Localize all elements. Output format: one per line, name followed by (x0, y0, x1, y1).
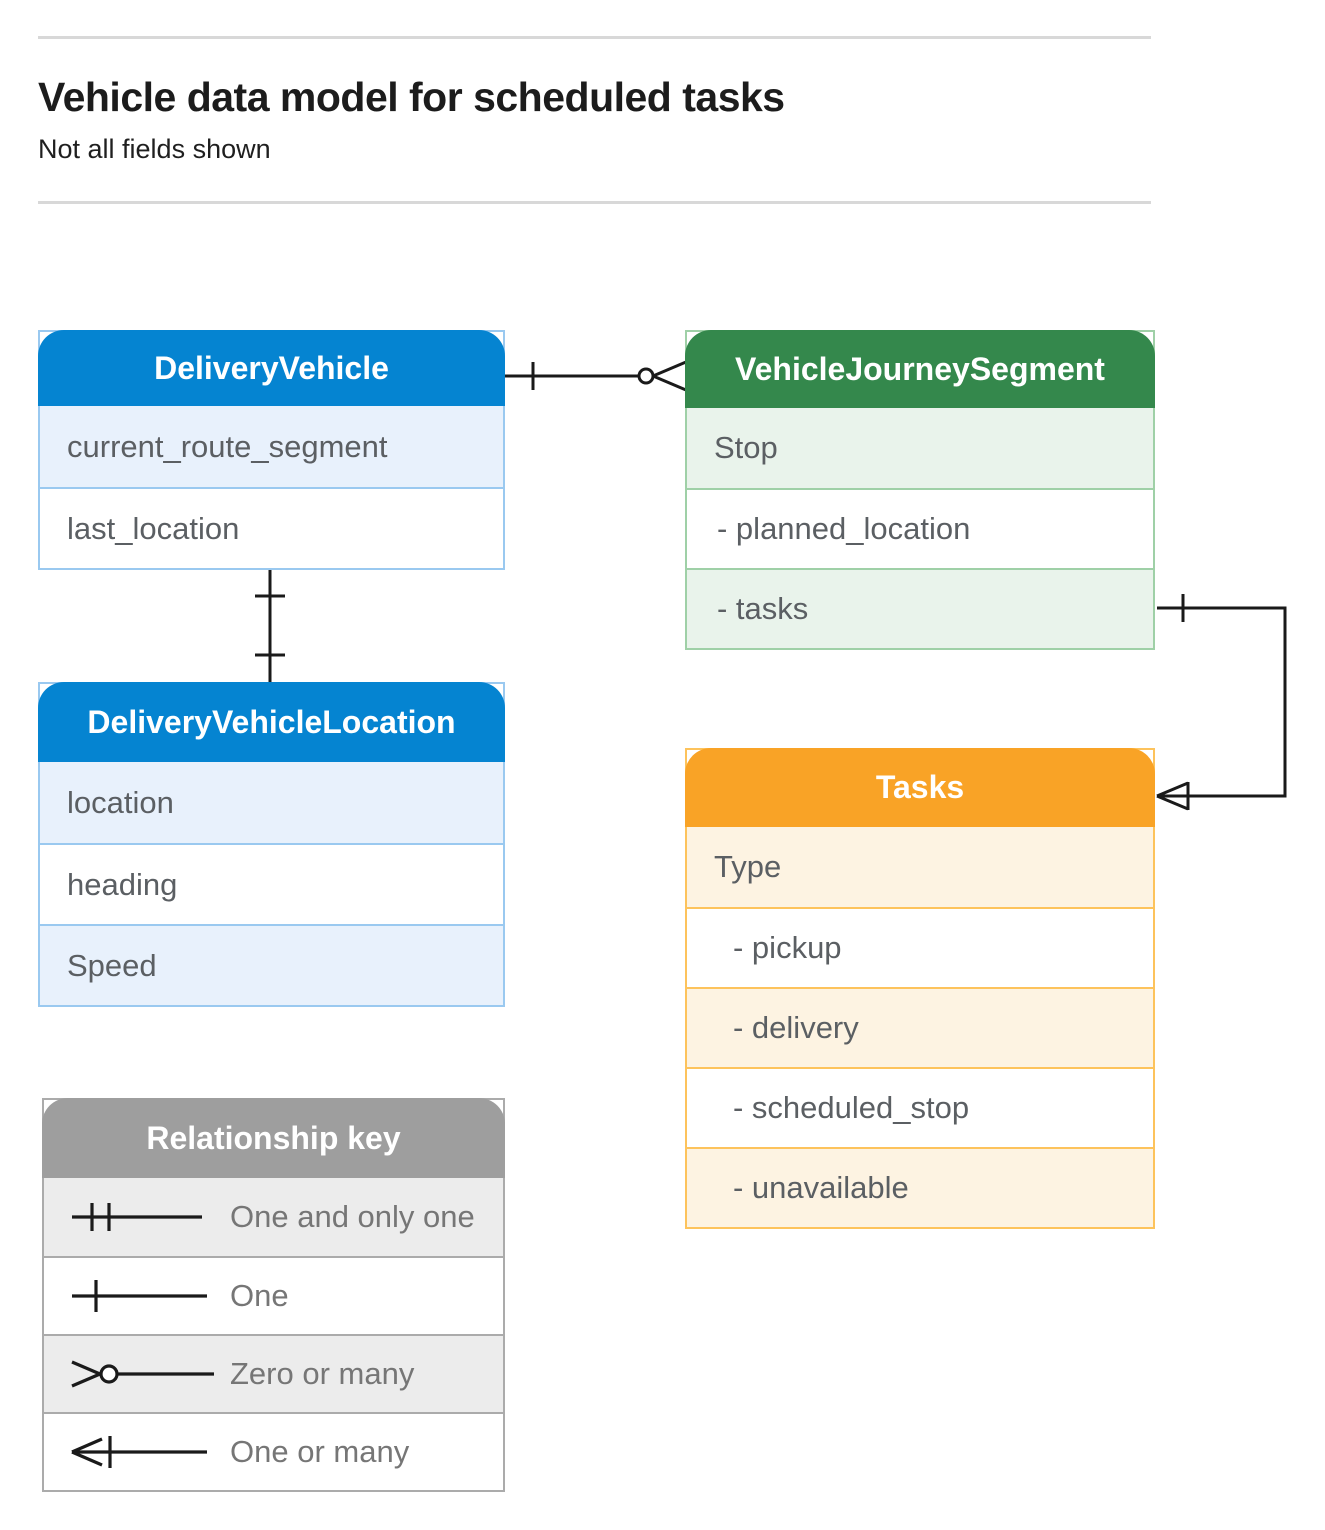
entity-tasks: Tasks Type - pickup - delivery - schedul… (685, 748, 1155, 1229)
field-type: Type (687, 827, 1153, 907)
field-scheduled-stop: - scheduled_stop (687, 1067, 1153, 1147)
field-last-location: last_location (40, 487, 503, 568)
legend-row-one-or-many: One or many (44, 1412, 503, 1490)
field-label: - unavailable (733, 1170, 909, 1205)
entity-delivery-vehicle-header: DeliveryVehicle (38, 330, 505, 406)
one-symbol (62, 1274, 230, 1318)
entity-vehicle-journey-segment: VehicleJourneySegment Stop - planned_loc… (685, 330, 1155, 650)
field-unavailable: - unavailable (687, 1147, 1153, 1227)
field-label: - tasks (717, 591, 809, 626)
top-rule (38, 36, 1151, 39)
legend-label: One and only one (230, 1199, 475, 1234)
field-label: location (67, 784, 174, 820)
entity-vehicle-journey-segment-header: VehicleJourneySegment (685, 330, 1155, 408)
entity-title: DeliveryVehicleLocation (87, 703, 456, 740)
field-label: Speed (67, 947, 157, 983)
relationship-key-title: Relationship key (146, 1119, 401, 1156)
relationship-key-header: Relationship key (42, 1098, 505, 1178)
field-label: last_location (67, 510, 240, 546)
relationship-key: Relationship key One and only one One (42, 1098, 505, 1492)
legend-row-zero-or-many: Zero or many (44, 1334, 503, 1412)
field-delivery: - delivery (687, 987, 1153, 1067)
entity-delivery-vehicle-location-header: DeliveryVehicleLocation (38, 682, 505, 762)
legend-row-one-and-only-one: One and only one (44, 1178, 503, 1256)
divider-rule (38, 201, 1151, 204)
field-label: current_route_segment (67, 428, 388, 464)
connector-journeysegment-to-tasks (1156, 594, 1287, 811)
legend-label: One or many (230, 1434, 410, 1469)
entity-title: VehicleJourneySegment (735, 350, 1105, 387)
connector-vehicle-to-location (255, 568, 285, 682)
field-label: - scheduled_stop (733, 1090, 970, 1125)
legend-row-one: One (44, 1256, 503, 1334)
field-label: - pickup (733, 930, 842, 965)
one-and-only-one-symbol (62, 1195, 230, 1239)
entity-title: DeliveryVehicle (154, 349, 389, 386)
field-tasks: - tasks (687, 568, 1153, 648)
page-title: Vehicle data model for scheduled tasks (38, 74, 785, 120)
entity-delivery-vehicle: DeliveryVehicle current_route_segment la… (38, 330, 505, 570)
field-stop: Stop (687, 408, 1153, 488)
zero-or-many-symbol (62, 1352, 230, 1396)
legend-label: Zero or many (230, 1356, 415, 1391)
field-label: Type (714, 849, 782, 884)
entity-delivery-vehicle-location: DeliveryVehicleLocation location heading… (38, 682, 505, 1007)
field-label: - planned_location (717, 511, 971, 546)
field-planned-location: - planned_location (687, 488, 1153, 568)
field-label: Stop (714, 430, 778, 465)
page-subtitle: Not all fields shown (38, 134, 271, 164)
field-label: heading (67, 866, 178, 902)
field-current-route-segment: current_route_segment (40, 406, 503, 487)
field-label: - delivery (733, 1010, 859, 1045)
field-location: location (40, 762, 503, 843)
entity-title: Tasks (875, 769, 965, 805)
one-or-many-symbol (62, 1430, 230, 1474)
legend-label: One (230, 1278, 289, 1313)
entity-tasks-header: Tasks (685, 748, 1155, 827)
field-speed: Speed (40, 924, 503, 1005)
field-heading: heading (40, 843, 503, 924)
field-pickup: - pickup (687, 907, 1153, 987)
connector-vehicle-to-journeysegment (505, 360, 687, 392)
